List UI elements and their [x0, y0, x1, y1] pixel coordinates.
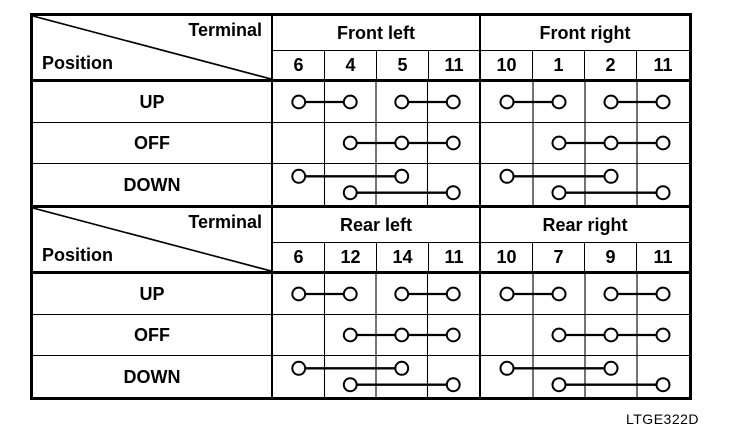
connection-cell [273, 164, 481, 205]
front-switch-table: Terminal Position Front left Front right… [33, 16, 689, 205]
corner-header-cell: Terminal Position [33, 208, 273, 274]
terminal-number: 11 [429, 51, 481, 82]
group-title-rear-right: Rear right [481, 208, 689, 243]
position-row-label-up: UP [33, 82, 273, 123]
connection-cell [273, 274, 481, 315]
connection-cell [481, 123, 689, 164]
continuity-connections [291, 356, 461, 397]
continuity-connections [499, 356, 671, 397]
connection-cell [273, 356, 481, 397]
diagonal-divider-line [33, 208, 271, 271]
corner-header-cell: Terminal Position [33, 16, 273, 82]
continuity-connections [532, 315, 671, 355]
rear-switch-table: Terminal Position Rear left Rear right 6… [33, 205, 689, 397]
terminal-number: 2 [585, 51, 637, 82]
group-title-front-left: Front left [273, 16, 481, 51]
terminal-number: 10 [481, 243, 533, 274]
connection-cell [273, 123, 481, 164]
continuity-connections [291, 274, 461, 314]
position-row-label-off: OFF [33, 123, 273, 164]
position-row-label-off: OFF [33, 315, 273, 356]
group-title-rear-left: Rear left [273, 208, 481, 243]
connection-cell [481, 274, 689, 315]
terminal-number: 6 [273, 51, 325, 82]
continuity-connections [291, 164, 461, 205]
terminal-number: 5 [377, 51, 429, 82]
terminal-number: 11 [637, 51, 689, 82]
continuity-connections [499, 164, 671, 205]
connection-cell [273, 82, 481, 123]
terminal-number: 11 [637, 243, 689, 274]
terminal-number: 1 [533, 51, 585, 82]
figure-code-label: LTGE322D [626, 411, 699, 427]
continuity-connections [291, 82, 461, 122]
continuity-connections [499, 82, 671, 122]
continuity-connections [323, 315, 461, 355]
position-row-label-down: DOWN [33, 164, 273, 205]
diagonal-divider-line [33, 16, 271, 79]
continuity-connections [499, 274, 671, 314]
connection-cell [481, 164, 689, 205]
terminal-number: 10 [481, 51, 533, 82]
terminal-header-label: Terminal [188, 212, 262, 232]
group-title-front-right: Front right [481, 16, 689, 51]
terminal-number: 12 [325, 243, 377, 274]
terminal-number: 4 [325, 51, 377, 82]
continuity-connections [532, 123, 671, 163]
terminal-number: 6 [273, 243, 325, 274]
connection-cell [273, 315, 481, 356]
terminal-number: 7 [533, 243, 585, 274]
position-row-label-up: UP [33, 274, 273, 315]
terminal-header-label: Terminal [188, 20, 262, 40]
position-row-label-down: DOWN [33, 356, 273, 397]
connection-cell [481, 356, 689, 397]
connection-cell [481, 315, 689, 356]
position-header-label: Position [42, 53, 113, 73]
continuity-connections [323, 123, 461, 163]
terminal-number: 14 [377, 243, 429, 274]
connection-cell [481, 82, 689, 123]
terminal-number: 11 [429, 243, 481, 274]
position-header-label: Position [42, 245, 113, 265]
terminal-number: 9 [585, 243, 637, 274]
terminal-continuity-diagram: Terminal Position Front left Front right… [30, 13, 692, 400]
